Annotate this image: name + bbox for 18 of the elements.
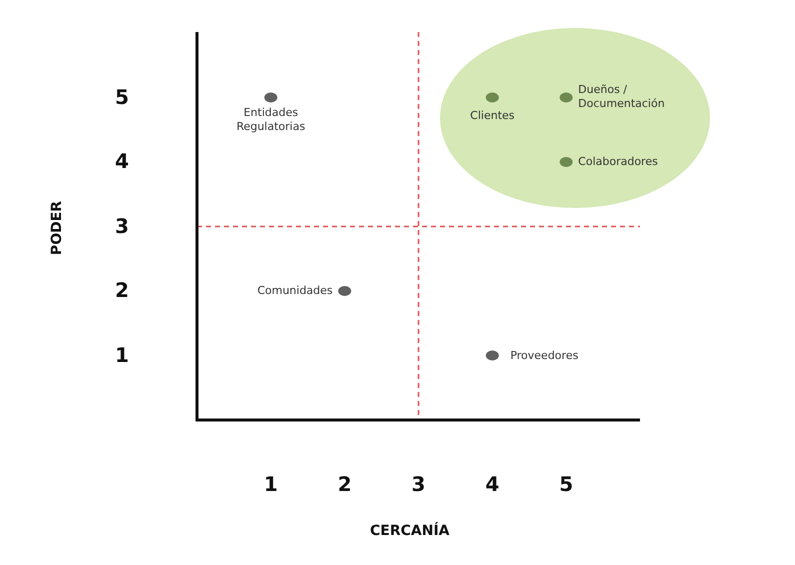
x-tick-label: 1 [262, 472, 279, 496]
y-tick-label: 3 [114, 214, 130, 238]
point-label: Entidades Regulatorias [235, 106, 306, 134]
axis-title: PODER [49, 200, 66, 256]
y-tick-label: 1 [114, 342, 130, 366]
x-tick-label: 4 [484, 472, 500, 496]
y-tick-label: 2 [114, 278, 130, 302]
x-tick-label: 3 [410, 472, 426, 496]
x-tick-label: 2 [336, 472, 353, 496]
point-label: Clientes [469, 108, 516, 122]
point-label: Colaboradores [578, 155, 659, 169]
x-tick-label: 5 [558, 472, 574, 496]
y-tick-label: 5 [114, 84, 130, 108]
y-tick-label: 4 [114, 149, 130, 173]
axis-title: CERCANÍA [370, 523, 450, 539]
point-label: Dueños / Documentación [578, 82, 666, 110]
point-label: Comunidades [256, 284, 333, 298]
point-label: Proveedores [510, 348, 580, 362]
